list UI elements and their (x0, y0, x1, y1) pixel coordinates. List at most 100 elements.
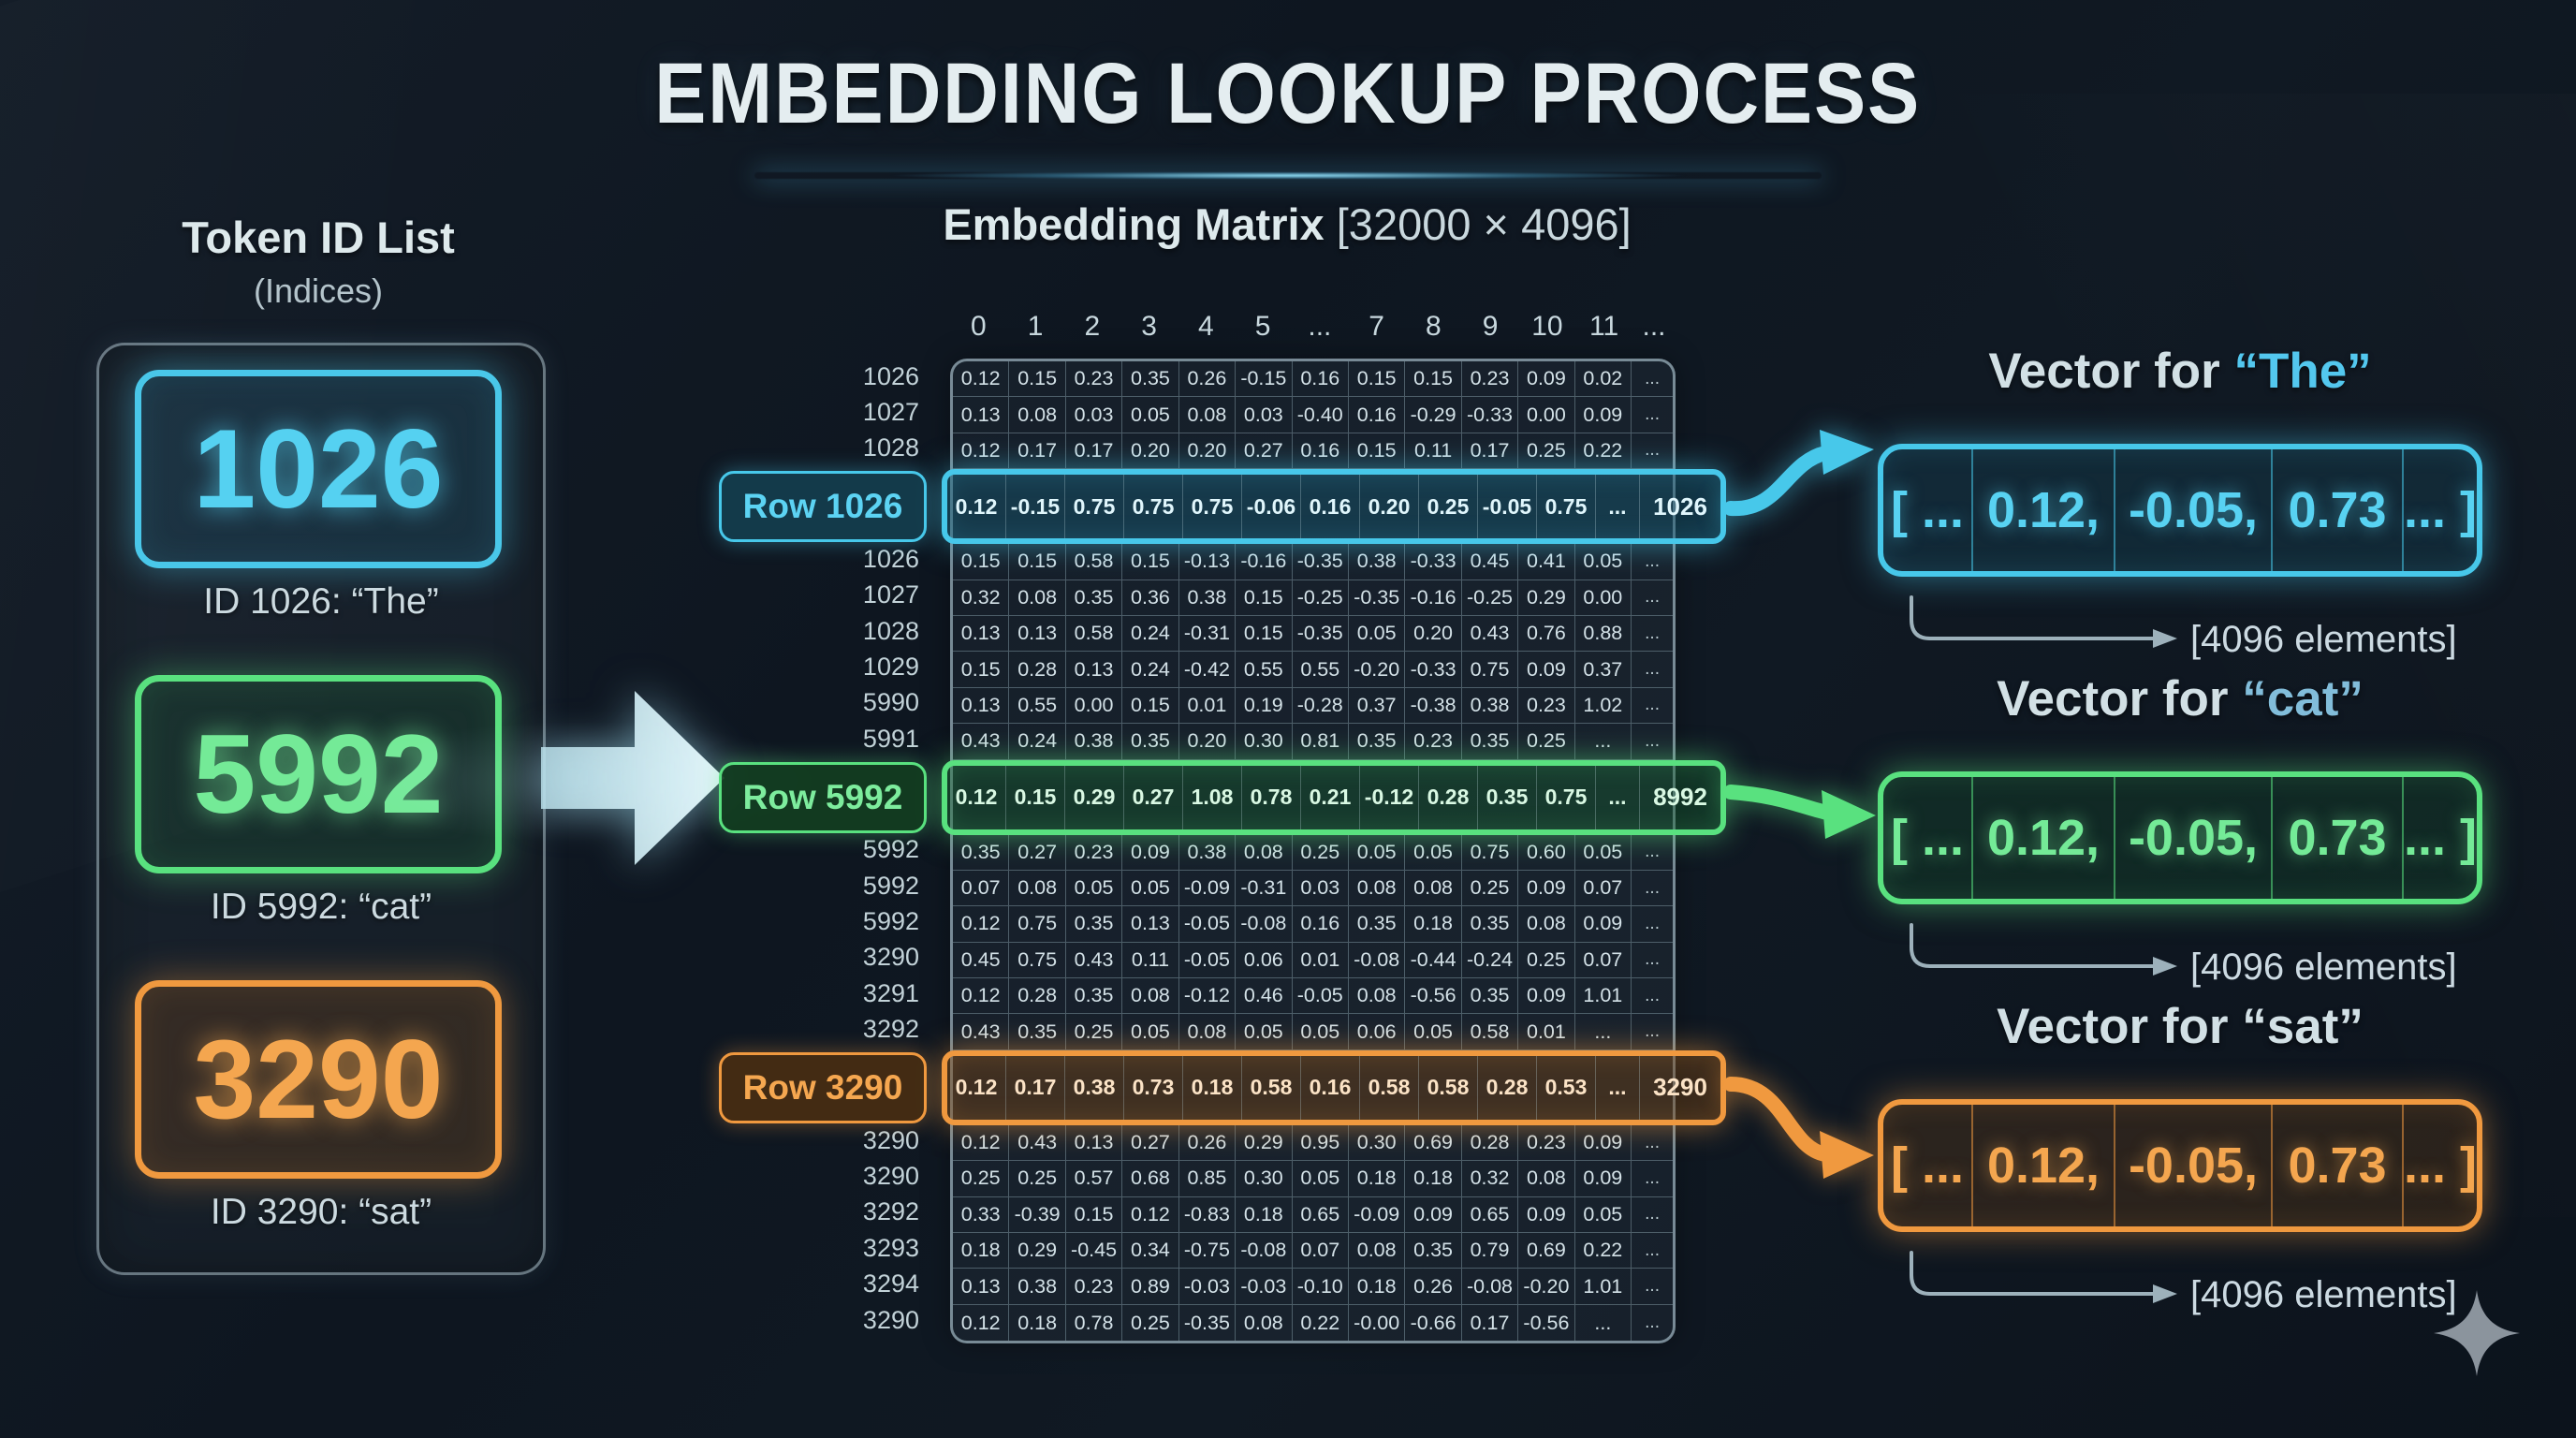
matrix-cell: ... (1645, 949, 1660, 970)
matrix-row-label: 3291 (862, 978, 919, 1007)
vector-cell: -0.05, (2115, 449, 2273, 571)
matrix-cell: 0.05 (1122, 870, 1179, 906)
matrix-cell: 0.08 (1009, 397, 1066, 433)
matrix-cell: 0.15 (953, 652, 1010, 687)
row-tag: Row 5992 (719, 761, 927, 833)
matrix-cell: ... (1596, 1055, 1640, 1120)
matrix-column-header: 7 (1368, 311, 1384, 342)
vector-title-the: Vector for “The” (1878, 343, 2482, 400)
matrix-cell: 0.09 (1575, 1161, 1632, 1196)
matrix-cell: 0.13 (1066, 1124, 1123, 1161)
matrix-cell: 0.00 (1518, 397, 1575, 433)
matrix-row-label: 5990 (862, 688, 919, 717)
matrix-cell: 0.38 (1179, 834, 1237, 870)
matrix-cell: 0.08 (1122, 978, 1179, 1014)
matrix-cell: 0.88 (1575, 615, 1632, 652)
matrix-cell: ... (1645, 695, 1660, 715)
matrix-cell: -0.03 (1179, 1269, 1237, 1304)
matrix-cell: 0.79 (1462, 1233, 1519, 1269)
matrix-column-header: 2 (1084, 311, 1101, 342)
matrix-cell: -0.33 (1462, 397, 1519, 433)
matrix-row-label: 3290 (862, 1161, 919, 1190)
matrix-cell: -0.40 (1293, 397, 1349, 433)
matrix-column-header: 11 (1589, 311, 1619, 342)
matrix-cell: ... (1645, 1021, 1660, 1042)
matrix-cell: 0.29 (1518, 580, 1575, 615)
matrix-cell: 0.09 (1518, 978, 1575, 1014)
matrix-cell: 0.12 (1122, 1196, 1179, 1233)
matrix-cell: -0.09 (1179, 870, 1237, 906)
matrix-cell: -0.56 (1405, 978, 1462, 1014)
matrix-cell: 0.25 (1518, 724, 1575, 759)
matrix-cell: 0.75 (1537, 765, 1596, 829)
matrix-cell: 0.60 (1518, 834, 1575, 870)
matrix-row-label: 1027 (862, 398, 919, 427)
vector-cell: 0.73 (2273, 1105, 2404, 1226)
matrix-cell: 0.35 (1462, 978, 1519, 1014)
matrix-cell: 0.37 (1575, 652, 1632, 687)
token-id-value: 3290 (193, 1017, 444, 1142)
arrow-head-icon (2153, 629, 2177, 648)
matrix-cell: 0.08 (1349, 870, 1406, 906)
matrix-cell: 0.03 (1066, 397, 1123, 433)
matrix-cell: 0.05 (1349, 834, 1406, 870)
matrix-cell: 0.09 (1518, 1196, 1575, 1233)
vector-box-the: [ ...0.12,-0.05,0.73... ] (1878, 444, 2482, 577)
vector-title-cat: Vector for “cat” (1878, 670, 2482, 727)
matrix-cell: 0.29 (1236, 1124, 1293, 1161)
matrix-cell: 0.35 (1066, 906, 1123, 942)
matrix-cell: 0.27 (1009, 834, 1066, 870)
matrix-cell: 0.17 (1066, 433, 1123, 469)
page-title: EMBEDDING LOOKUP PROCESS (654, 46, 1922, 141)
matrix-cell: 0.09 (1575, 1124, 1632, 1161)
matrix-cell: -0.06 (1242, 475, 1301, 539)
matrix-cell: 0.35 (1405, 1233, 1462, 1269)
matrix-cell: 0.13 (953, 397, 1010, 433)
matrix-cell: 0.16 (1349, 397, 1406, 433)
matrix-cell: 0.02 (1575, 361, 1632, 397)
matrix-cell: ... (1645, 1204, 1660, 1225)
matrix-cell: 0.23 (1518, 1124, 1575, 1161)
matrix-row-label: 1028 (862, 616, 919, 645)
vector-word: “sat” (2242, 999, 2364, 1054)
vector-cell: [ ... (1883, 1105, 1973, 1226)
matrix-cell: 0.43 (953, 724, 1010, 759)
matrix-cell: -0.05 (1179, 906, 1237, 942)
matrix-cell: 0.18 (1405, 906, 1462, 942)
matrix-cell: -0.35 (1293, 615, 1349, 652)
matrix-cell: 0.05 (1066, 870, 1123, 906)
matrix-cell: 0.15 (1236, 580, 1293, 615)
matrix-cell: 0.30 (1349, 1124, 1406, 1161)
token-id-caption: ID 5992: “cat” (210, 887, 432, 927)
matrix-cell: 0.05 (1293, 1014, 1349, 1049)
matrix-cell: 0.13 (1066, 652, 1123, 687)
matrix-cell: ... (1645, 730, 1660, 751)
matrix-cell: ... (1645, 440, 1660, 461)
matrix-row-label: 3290 (862, 1305, 919, 1334)
matrix-cell: ... (1645, 550, 1660, 571)
matrix-cell: 0.23 (1518, 687, 1575, 724)
matrix-row-label: 1026 (862, 361, 919, 390)
matrix-cell: -0.31 (1179, 615, 1237, 652)
matrix-cell: 1.01 (1575, 1269, 1632, 1304)
matrix-cell: -0.44 (1405, 942, 1462, 978)
matrix-cell: -0.20 (1349, 652, 1406, 687)
matrix-cell: -0.12 (1360, 765, 1419, 829)
vector-cell: ... ] (2404, 810, 2477, 866)
matrix-cell: 0.28 (1009, 978, 1066, 1014)
matrix-row-label: 5991 (862, 724, 919, 753)
matrix-cell: -0.10 (1293, 1269, 1349, 1304)
matrix-cell: 0.21 (1301, 765, 1360, 829)
matrix-cell: ... (1645, 623, 1660, 643)
matrix-cell: 0.12 (947, 1055, 1006, 1120)
token-card-1026: 1026 (135, 370, 502, 568)
matrix-column-header: 0 (971, 311, 987, 342)
